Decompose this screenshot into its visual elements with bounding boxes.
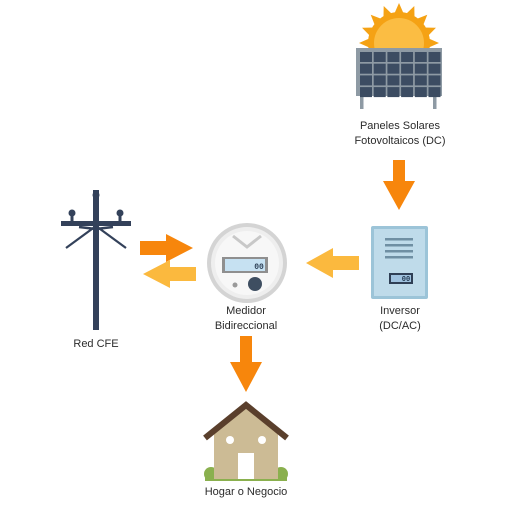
solar-panel-icon [356, 48, 442, 109]
solar-panels-label: Paneles Solares Fotovoltaicos (DC) [330, 119, 470, 149]
solar-panels-label-line-2: Fotovoltaicos (DC) [354, 135, 446, 147]
arrow-meter-to-grid [143, 260, 196, 288]
meter-label: Medidor Bidireccional [196, 304, 296, 334]
arrow-inverter-to-meter [306, 248, 359, 278]
meter-icon: 00 [207, 223, 287, 303]
power-pole-icon [61, 190, 131, 330]
inverter-label-line-1: Inversor [380, 305, 420, 317]
arrow-meter-to-home [230, 336, 262, 392]
inverter-label-line-2: (DC/AC) [379, 320, 421, 332]
meter-label-line-2: Bidireccional [214, 320, 278, 332]
grid-label: Red CFE [46, 337, 146, 352]
house-icon [203, 401, 289, 481]
home-label: Hogar o Negocio [186, 485, 306, 500]
meter-label-line-1: Medidor [226, 305, 266, 317]
home-label-line-1: Hogar o Negocio [204, 486, 288, 498]
arrow-grid-to-meter [140, 234, 193, 262]
solar-panels-label-line-1: Paneles Solares [359, 120, 441, 132]
inverter-label: Inversor (DC/AC) [350, 304, 450, 334]
grid-label-line-1: Red CFE [73, 338, 119, 350]
inverter-display-value: 00 [402, 276, 410, 284]
inverter-icon: 00 [371, 226, 428, 299]
meter-display-value: 00 [254, 263, 264, 272]
arrow-panels-to-inverter [383, 160, 415, 210]
